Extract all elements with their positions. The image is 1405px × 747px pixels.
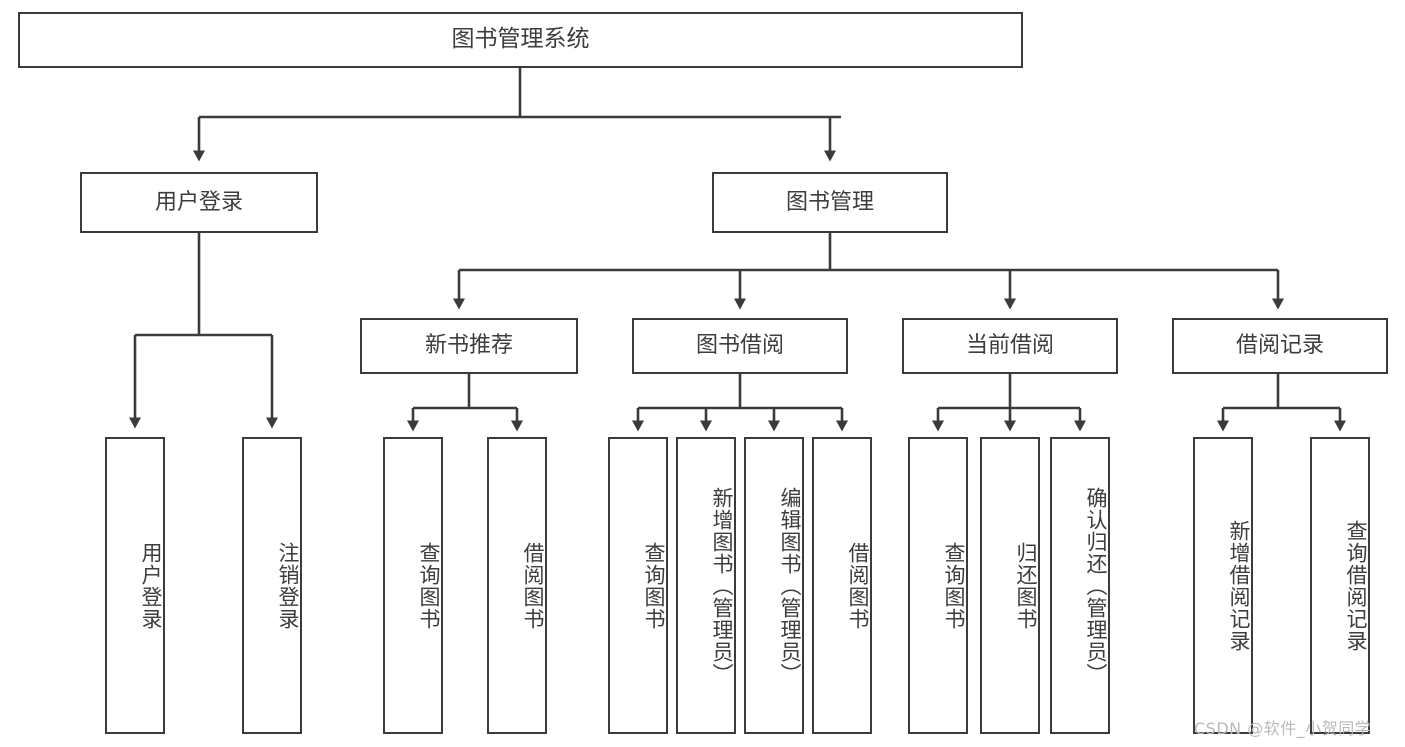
leaf-query-book-recommend[interactable]: 查询图书 (383, 437, 443, 734)
node-label: 查询借阅记录 (1344, 519, 1368, 652)
node-label: 查询图书 (417, 541, 441, 630)
node-label: 新增借阅记录 (1227, 519, 1251, 652)
node-label: 图书借阅 (695, 333, 784, 359)
leaf-logout[interactable]: 注销登录 (242, 437, 302, 734)
leaf-borrow-book[interactable]: 借阅图书 (812, 437, 872, 734)
node-label: 查询图书 (942, 541, 966, 630)
watermark: CSDN @软件_小贺同学 (1194, 715, 1371, 739)
node-label: 借阅图书 (521, 541, 545, 630)
node-current-borrow[interactable]: 当前借阅 (902, 318, 1118, 374)
node-label: 图书管理 (785, 189, 874, 215)
leaf-query-book-current[interactable]: 查询图书 (908, 437, 968, 734)
node-label: 图书管理系统 (451, 26, 590, 53)
node-new-book-recommend[interactable]: 新书推荐 (360, 318, 578, 374)
node-label: 确认归还（管理员） (1084, 486, 1108, 685)
node-book-borrow[interactable]: 图书借阅 (632, 318, 848, 374)
leaf-return-book[interactable]: 归还图书 (980, 437, 1040, 734)
leaf-query-borrow-record[interactable]: 查询借阅记录 (1310, 437, 1370, 734)
node-label: 用户登录 (154, 189, 243, 215)
leaf-borrow-book-recommend[interactable]: 借阅图书 (487, 437, 547, 734)
node-borrow-record[interactable]: 借阅记录 (1172, 318, 1388, 374)
node-label: 新增图书（管理员） (710, 486, 734, 685)
node-label: 新书推荐 (424, 333, 513, 359)
leaf-add-borrow-record[interactable]: 新增借阅记录 (1193, 437, 1253, 734)
watermark-text: CSDN @软件_小贺同学 (1194, 719, 1372, 738)
node-label: 当前借阅 (965, 333, 1054, 359)
node-book-management[interactable]: 图书管理 (712, 172, 948, 233)
leaf-confirm-return-admin[interactable]: 确认归还（管理员） (1050, 437, 1110, 734)
node-label: 借阅图书 (846, 541, 870, 630)
leaf-user-login[interactable]: 用户登录 (105, 437, 165, 734)
node-label: 借阅记录 (1235, 333, 1324, 359)
node-label: 编辑图书（管理员） (778, 486, 802, 685)
leaf-add-book-admin[interactable]: 新增图书（管理员） (676, 437, 736, 734)
leaf-query-book-borrow[interactable]: 查询图书 (608, 437, 668, 734)
node-label: 注销登录 (276, 541, 300, 630)
node-label: 查询图书 (642, 541, 666, 630)
node-root-system[interactable]: 图书管理系统 (18, 12, 1023, 68)
node-user-login[interactable]: 用户登录 (80, 172, 318, 233)
node-label: 归还图书 (1014, 541, 1038, 630)
leaf-edit-book-admin[interactable]: 编辑图书（管理员） (744, 437, 804, 734)
node-label: 用户登录 (139, 541, 163, 630)
